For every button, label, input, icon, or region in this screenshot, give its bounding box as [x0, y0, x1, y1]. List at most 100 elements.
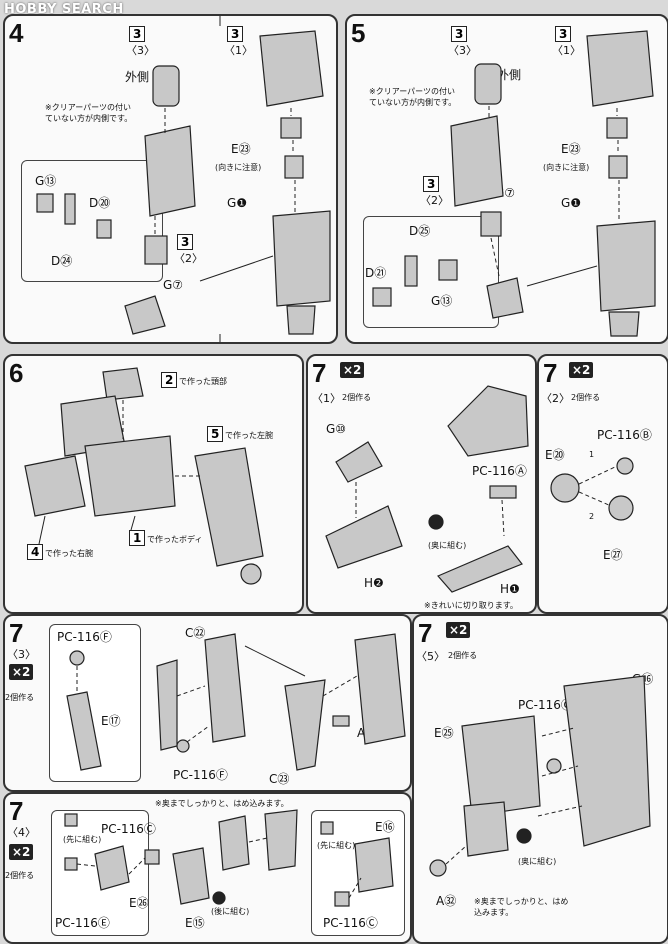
order-1: 1 [589, 450, 595, 459]
step-number: 5 [351, 18, 366, 48]
panel-step-4: 4 3 〈3〉 3 〈1〉 外側 ※クリアーパーツの付いていない方が内側です。 … [3, 14, 338, 344]
inner-note: (奥に組む) [518, 857, 557, 866]
panel-step-7-1: 7 ×2 〈1〉 2個作る G⑩ PC-116Ⓐ (奥に組む) H❷ H❶ ※き… [306, 354, 537, 614]
step-number: 7 [9, 618, 24, 648]
ref-box: 4 [27, 544, 44, 560]
note: ※クリアーパーツの付いていない方が内側です。 [45, 103, 133, 123]
part-label: C㉓ [269, 772, 290, 786]
part-label: PC-116Ⓕ [173, 768, 228, 782]
ref-text: で作った頭部 [179, 377, 227, 386]
ref-box: 3 [177, 234, 194, 250]
order-2: 2 [589, 512, 595, 521]
step-number: 7 [543, 358, 558, 388]
part-label: PC-116Ⓔ [55, 916, 110, 930]
part-label: E⑯ [375, 820, 395, 834]
make-two-text: 2個作る [448, 651, 478, 660]
outside-label: 外側 [125, 70, 150, 84]
panel-step-6: 6 2 で作った頭部 5 で作った左腕 1 で作ったボディ 4 で作った右腕 [3, 354, 304, 614]
ref-box: 5 [207, 426, 224, 442]
times-two-badge: ×2 [9, 664, 34, 680]
ref-sub: 〈3〉 [126, 44, 155, 57]
part-label: E㉕ [434, 726, 454, 740]
ref-sub: 〈1〉 [224, 44, 253, 57]
ref-box: 2 [161, 372, 178, 388]
assembly-drawing [64, 809, 394, 907]
sub-assembly-inset [363, 216, 499, 328]
part-label: D㉔ [51, 254, 73, 268]
warn-label: E㉓ [231, 142, 251, 156]
part-label: D㉑ [365, 266, 387, 280]
sub-step: 〈1〉 [312, 392, 341, 405]
warn-sub: (向きに注意) [543, 163, 590, 172]
step-number: 7 [9, 796, 24, 826]
panel-step-7-2: 7 ×2 〈2〉 2個作る E⑳ PC-116Ⓑ E㉗ 1 2 [537, 354, 668, 614]
times-two-badge: ×2 [9, 844, 34, 860]
assembly-drawing [550, 457, 634, 521]
times-two-badge: ×2 [446, 622, 471, 638]
back-note: (後に組む) [211, 907, 250, 916]
part-label: PC-116Ⓐ [472, 464, 527, 478]
part-label: PC-116Ⓑ [597, 428, 652, 442]
part-label: G⑩ [326, 422, 347, 436]
step-number: 7 [312, 358, 327, 388]
part-label: A㉜ [436, 894, 457, 908]
part-label: E⑰ [101, 714, 121, 728]
outside-label: 外側 [497, 68, 522, 82]
ref-box: 3 [555, 26, 572, 42]
make-two-text: 2個作る [342, 393, 372, 402]
part-label: G⑬ [35, 174, 57, 188]
sub-step: 〈4〉 [7, 826, 36, 839]
ref-sub: 〈2〉 [420, 194, 449, 207]
step-number: 7 [418, 618, 433, 648]
note: ※奥までしっかりと、はめ込みます。 [155, 799, 289, 808]
ref-text: で作った右腕 [45, 549, 93, 558]
part-label: PC-116Ⓒ [323, 916, 378, 930]
assembly-drawing [429, 675, 651, 877]
part-label: PC-116Ⓒ [518, 698, 573, 712]
front-note: (先に組む) [317, 841, 356, 850]
panel-step-7-5: 7 ×2 〈5〉 2個作る G⑯ E㉕ PC-116Ⓒ (奥に組む) A㉜ ※奥… [412, 614, 668, 944]
part-label: E㉖ [129, 896, 149, 910]
ref-box: 3 [451, 26, 468, 42]
make-two-text: 2個作る [5, 871, 35, 880]
sub-step: 〈3〉 [7, 648, 36, 661]
warn-sub: (向きに注意) [215, 163, 262, 172]
ref-sub: 〈1〉 [552, 44, 581, 57]
part-label: H❷ [364, 576, 384, 590]
part-label: E⑳ [545, 448, 565, 462]
ref-box: 3 [129, 26, 146, 42]
part-label: PC-116Ⓕ [57, 630, 112, 644]
ref-box: 3 [423, 176, 440, 192]
panel-step-5: 5 3 〈3〉 3 〈1〉 外側 ※クリアーパーツの付いていない方が内側です。 … [345, 14, 668, 344]
panel-step-7-3: 7 〈3〉 ×2 2個作る PC-116Ⓕ E⑰ C㉒ PC-116Ⓕ C㉓ A… [3, 614, 412, 792]
part-label: E㉗ [603, 548, 623, 562]
part-label: PC-116Ⓒ [101, 822, 156, 836]
make-two-text: 2個作る [5, 693, 35, 702]
times-two-badge: ×2 [569, 362, 594, 378]
ref-box: 3 [227, 26, 244, 42]
part-label: E⑮ [185, 916, 205, 930]
part-label: H❶ [500, 582, 520, 596]
ref-sub: 〈3〉 [448, 44, 477, 57]
make-two-text: 2個作る [571, 393, 601, 402]
part-label: C㉒ [185, 626, 206, 640]
note: ※奥までしっかりと、はめ込みます。 [474, 897, 569, 917]
part-label: G❶ [561, 196, 582, 210]
assembly-drawing [372, 30, 656, 337]
part-label: G⑬ [431, 294, 453, 308]
part-label: D⑳ [89, 196, 111, 210]
note: ※クリアーパーツの付いていない方が内側です。 [369, 87, 457, 107]
part-label: G❶ [227, 196, 248, 210]
panel-step-7-4: 7 〈4〉 ×2 2個作る ※奥までしっかりと、はめ込みます。 (先に組む) P… [3, 792, 412, 944]
sub-step: 〈2〉 [541, 392, 570, 405]
part-label: D㉕ [409, 224, 431, 238]
assembly-drawing [325, 385, 529, 593]
note: ※きれいに切り取ります。 [424, 601, 518, 610]
assembly-drawing [24, 367, 264, 585]
part-label: G⑦ [163, 278, 184, 292]
times-two-badge: ×2 [340, 362, 365, 378]
sub-step: 〈5〉 [416, 650, 445, 663]
ref-sub: 〈2〉 [174, 252, 203, 265]
sub-assembly-inset [21, 160, 163, 282]
step-number: 6 [9, 358, 24, 388]
